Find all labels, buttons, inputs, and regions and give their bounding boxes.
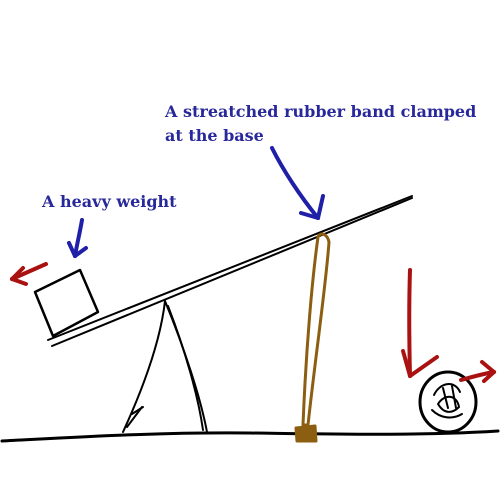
ball-icon (418, 370, 478, 434)
weight-box-icon (33, 268, 100, 338)
rubber-band (294, 232, 331, 443)
seesaw-plank (47, 195, 413, 347)
arrow-left-icon (10, 262, 48, 286)
weight-annotation-arrow (67, 218, 88, 258)
heavy-weight-label: A heavy weight (42, 192, 177, 211)
rubber-band-label-line2: at the base (165, 126, 264, 145)
ground-line (0, 429, 500, 443)
arrow-down-icon (401, 268, 439, 378)
fulcrum (122, 300, 208, 433)
rubber-band-annotation-arrow (270, 146, 325, 220)
rubber-band-label-line1: A streatched rubber band clamped (165, 102, 477, 121)
arrow-right-icon (459, 360, 496, 383)
